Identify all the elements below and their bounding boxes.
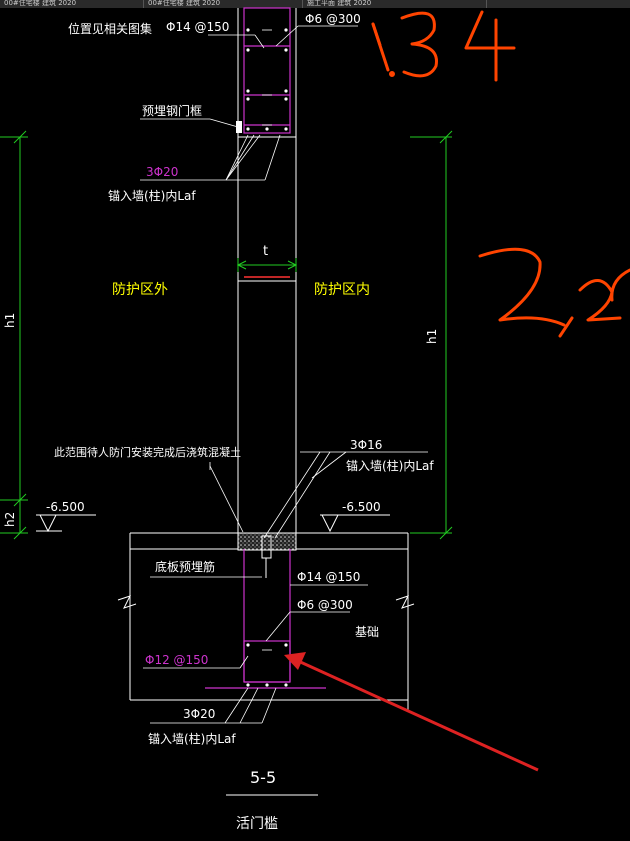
rebar-bottom-bars-label: 3Φ20	[183, 707, 215, 721]
rebar-top-vertical-label: Φ14 @150	[166, 20, 229, 34]
thickness-label: t	[263, 244, 268, 259]
slab-embedded-label: 底板预埋筋	[155, 559, 215, 574]
drawing-tab-3[interactable]: 施工平面 建筑 2020	[303, 0, 487, 8]
drawing-tab-2[interactable]: 00#住宅楼 建筑 2020	[144, 0, 303, 8]
rebar-bottom-vertical-label: Φ14 @150	[297, 570, 360, 584]
right-height-dimension	[410, 130, 453, 540]
foundation-label: 基础	[355, 625, 379, 639]
right-elevation-mark	[320, 514, 390, 533]
bottom-leaders	[143, 451, 428, 724]
rebar-mid-bars-label: 3Φ16	[350, 438, 382, 452]
anchor-mid-label: 锚入墙(柱)内Laf	[346, 458, 434, 473]
anchor-top-label: 锚入墙(柱)内Laf	[108, 188, 196, 203]
section-name-label: 活门槛	[236, 816, 278, 832]
h1-left-label: h1	[3, 313, 17, 328]
outside-zone-label: 防护区外	[112, 282, 168, 298]
rebar-top-bars-label: 3Φ20	[146, 165, 178, 179]
top-rebar-dots	[246, 28, 288, 131]
top-rebar-hooks	[262, 29, 272, 126]
handwritten-annotation-top	[371, 10, 516, 82]
thickness-dimension	[236, 258, 298, 272]
drawing-tab-bar: 00#住宅楼 建筑 2020 00#住宅楼 建筑 2020 施工平面 建筑 20…	[0, 0, 630, 8]
left-height-dimension	[0, 130, 28, 540]
elevation-right-label: -6.500	[342, 500, 381, 514]
top-leaders	[140, 25, 358, 181]
embedded-frame-label: 预埋钢门框	[142, 103, 202, 118]
wall-outline	[237, 8, 297, 533]
rebar-bottom-stirrup-label: Φ6 @300	[297, 598, 353, 612]
left-elevation-mark	[36, 514, 96, 533]
red-arrow-annotation	[284, 652, 539, 772]
handwritten-annotation-right	[478, 247, 630, 338]
h2-label: h2	[3, 512, 17, 527]
slab-embedded-bar	[261, 535, 272, 578]
section-number-label: 5-5	[250, 768, 276, 787]
top-rebar-cage	[243, 7, 291, 134]
inside-zone-label: 防护区内	[314, 282, 370, 298]
rebar-bottom-horizontal-label: Φ12 @150	[145, 653, 208, 667]
note-position: 位置见相关图集	[68, 21, 152, 36]
bottom-rebar-cage	[243, 549, 291, 683]
anchor-bottom-label: 锚入墙(柱)内Laf	[148, 731, 236, 746]
drawing-tab-1[interactable]: 00#住宅楼 建筑 2020	[0, 0, 144, 8]
h1-right-label: h1	[425, 329, 439, 344]
rebar-top-stirrup-label: Φ6 @300	[305, 12, 361, 26]
elevation-left-label: -6.500	[46, 500, 85, 514]
concrete-note-label: 此范围待人防门安装完成后浇筑混凝土	[54, 445, 241, 459]
embedded-frame-marker	[236, 121, 242, 133]
bottom-rebar-dots	[246, 643, 288, 687]
